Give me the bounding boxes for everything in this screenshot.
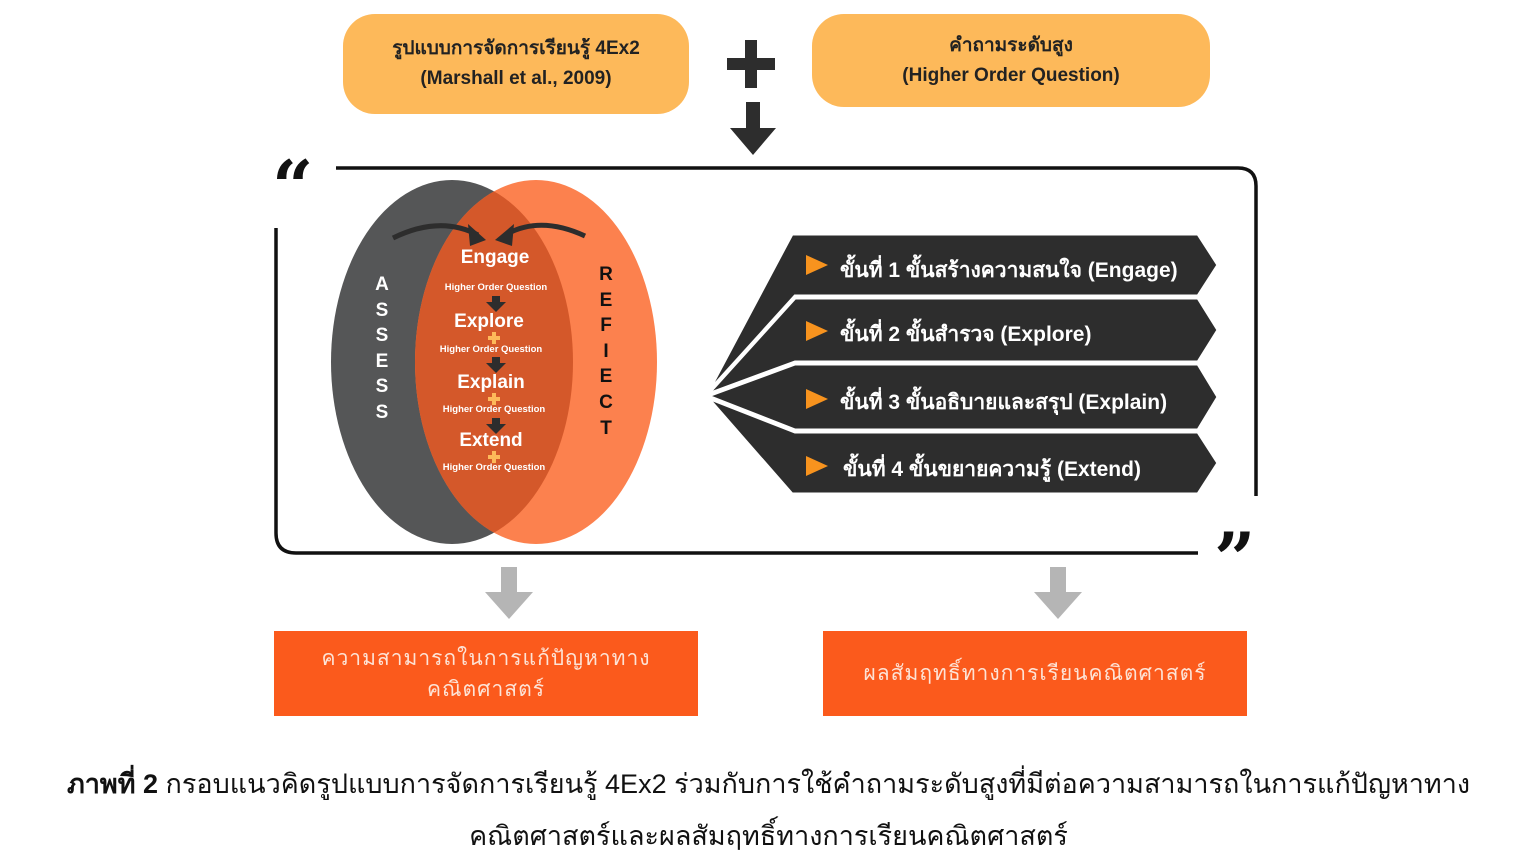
hoq-label: Higher Order Question: [444, 282, 548, 293]
hoq-label: Higher Order Question: [439, 344, 543, 355]
model-title: รูปแบบการจัดการเรียนรู้ 4Ex2: [392, 38, 640, 59]
phase-engage: Engage: [460, 247, 530, 268]
figure-caption: ภาพที่ 2 กรอบแนวคิดรูปแบบการจัดการเรียนร…: [0, 762, 1537, 805]
step-ribbon-4: [706, 396, 1220, 496]
outcome-achievement: ผลสัมฤทธิ์ทางการเรียนคณิตศาสตร์: [823, 631, 1247, 716]
down-arrow-gray-right-icon: [1034, 567, 1082, 619]
caption-line1: กรอบแนวคิดรูปแบบการจัดการเรียนรู้ 4Ex2 ร…: [158, 769, 1471, 799]
question-title: คำถามระดับสูง: [949, 34, 1073, 56]
figure-label: ภาพที่ 2: [66, 769, 159, 799]
phase-plus-icons: [488, 332, 500, 463]
question-subtitle: (Higher Order Question): [902, 64, 1120, 86]
step-ribbon-1: [706, 232, 1220, 394]
step-ribbon-2: [706, 296, 1220, 396]
hoq-label: Higher Order Question: [442, 462, 546, 473]
phase-explore: Explore: [454, 311, 524, 332]
figure-caption-line2: คณิตศาสตร์และผลสัมฤทธิ์ทางการเรียนคณิตศา…: [469, 821, 1068, 851]
plus-icon: [727, 40, 775, 88]
step-2-label: ขั้นที่ 2 ขั้นสำรวจ (Explore): [840, 323, 1092, 346]
outcome-right-text: ผลสัมฤทธิ์ทางการเรียนคณิตศาสตร์: [863, 662, 1207, 685]
step-3-label: ขั้นที่ 3 ขั้นอธิบายและสรุป (Explain): [840, 391, 1168, 414]
down-arrow-gray-left-icon: [485, 567, 533, 619]
question-box: คำถามระดับสูง (Higher Order Question): [812, 14, 1210, 107]
hoq-label: Higher Order Question: [442, 404, 546, 415]
step-bullet-icons: [806, 255, 828, 476]
frame-border: [274, 166, 1258, 555]
phase-extend: Extend: [459, 430, 523, 451]
step-ribbon-3: [703, 362, 1220, 432]
step-4-label: ขั้นที่ 4 ขั้นขยายความรู้ (Extend): [843, 458, 1141, 481]
phase-explain: Explain: [457, 372, 525, 393]
open-quote-icon: “: [272, 144, 313, 229]
outcome-problem-solving: ความสามารถในการแก้ปัญหาทาง คณิตศาสตร์: [274, 631, 698, 716]
overlap-region: [415, 180, 573, 544]
down-arrow-icon: [730, 102, 776, 155]
phase-arrows: [486, 296, 506, 434]
close-quote-icon: ”: [1214, 516, 1255, 601]
step-1-label: ขั้นที่ 1 ขั้นสร้างความสนใจ (Engage): [840, 259, 1178, 282]
outcome-left-line1: ความสามารถในการแก้ปัญหาทาง: [321, 646, 651, 670]
step-ribbons: [703, 232, 1220, 496]
model-box: รูปแบบการจัดการเรียนรู้ 4Ex2 (Marshall e…: [343, 14, 689, 114]
model-citation: (Marshall et al., 2009): [420, 68, 612, 89]
outcome-left-line2: คณิตศาสตร์: [426, 677, 546, 701]
